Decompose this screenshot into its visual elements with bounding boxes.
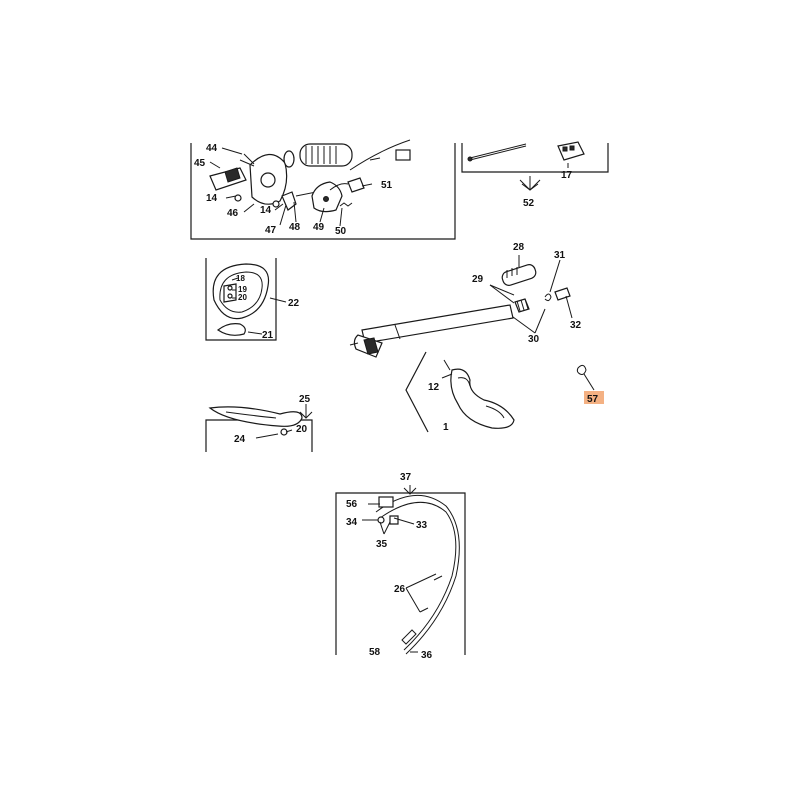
frame-cable-group [461,141,609,191]
frame-engine-group [190,139,456,240]
callout-32: 32 [570,320,582,331]
callout-18: 18 [236,274,245,283]
connector-part [347,177,365,193]
cable-end-part [395,149,411,161]
screw-part-2 [272,200,280,208]
callout-47: 47 [265,225,277,236]
callout-12: 12 [428,382,440,393]
callout-35: 35 [376,539,388,550]
callout-26: 26 [394,584,406,595]
shaft-bushing-part [389,515,399,525]
frame-loop-handle [205,258,287,341]
callout-19: 19 [238,285,247,294]
callout-50: 50 [335,226,347,237]
highlight-57 [584,391,604,404]
callout-33: 33 [416,520,428,531]
callout-49: 49 [313,222,325,233]
callout-17: 17 [561,170,573,181]
callout-25: 25 [299,394,311,405]
callout-48: 48 [289,222,301,233]
shaft-washer-part [377,516,385,524]
rear-handle-part [450,368,515,429]
rear-handle-group [405,351,515,433]
callout-37: 37 [400,472,412,483]
callout-46: 46 [227,208,239,219]
callout-24: 24 [234,434,246,445]
callout-31: 31 [554,250,566,261]
callout-51: 51 [381,180,393,191]
callout-20-b: 20 [296,424,308,435]
cable-block-part [557,141,585,161]
housing-bearing-part [260,172,276,188]
handle-bracket-part [216,323,246,336]
callout-14-b: 14 [260,205,272,216]
callout-52: 52 [523,198,535,209]
callout-21: 21 [262,330,274,341]
callout-57: 57 [587,394,599,405]
callout-44: 44 [206,143,218,154]
callout-20: 20 [238,293,247,302]
retainer-part [554,287,571,301]
callout-1: 1 [443,422,449,433]
callout-34: 34 [346,517,358,528]
callout-36: 36 [421,650,433,661]
callout-58: 58 [369,647,381,658]
part-57-group [576,364,604,404]
coupling-part [378,496,394,508]
frame-flex-shaft [335,485,466,655]
callout-14: 14 [206,193,218,204]
side-handle-part [208,406,303,427]
shaft-tube-part [299,143,353,167]
callout-29: 29 [472,274,484,285]
screw-part [234,194,242,202]
callout-22: 22 [288,298,300,309]
shaft-assembly [349,255,573,358]
drive-shaft-part [361,304,514,344]
bearing-ring-part [283,150,295,168]
callout-56: 56 [346,499,358,510]
callout-30: 30 [528,334,540,345]
callout-45: 45 [194,158,206,169]
callout-28: 28 [513,242,525,253]
frame-side-handle [205,404,313,452]
throttle-bracket-part [281,191,297,211]
